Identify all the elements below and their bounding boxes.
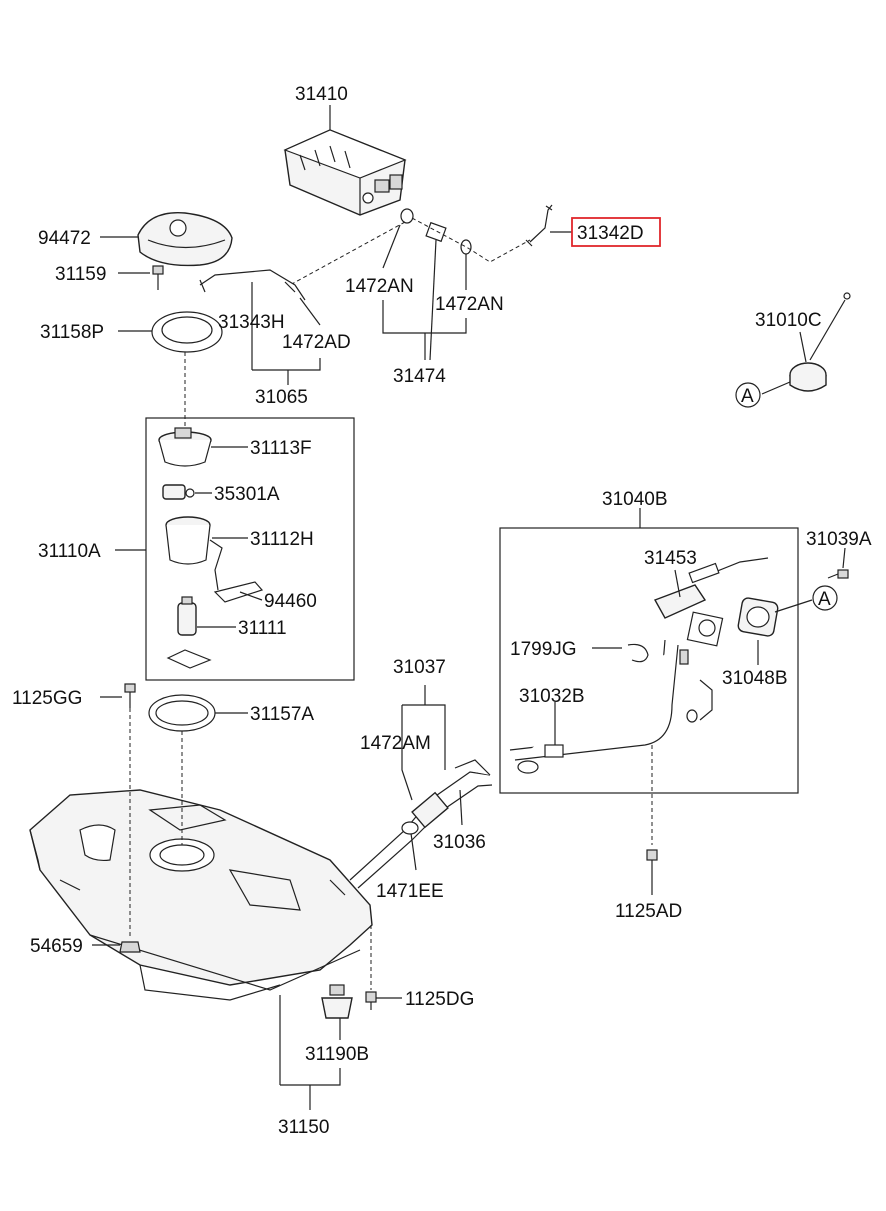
fuel-cap-part[interactable] bbox=[789, 292, 851, 392]
bolt-1125GG-part[interactable] bbox=[124, 683, 136, 708]
bolt-1125AD-part[interactable] bbox=[646, 849, 658, 868]
label-31150: 31150 bbox=[278, 1117, 329, 1138]
pump-filter-part[interactable] bbox=[166, 649, 212, 669]
label-ref-a-cap: A bbox=[741, 386, 754, 407]
canister-part[interactable] bbox=[283, 129, 407, 216]
fuel-pump-assembly-box bbox=[145, 417, 355, 681]
label-1471EE: 1471EE bbox=[376, 881, 444, 902]
filler-housing-part[interactable] bbox=[653, 557, 769, 619]
gasket-31048B-part[interactable] bbox=[737, 597, 779, 637]
filler-neck-assembly-box bbox=[499, 527, 799, 794]
label-1125DG: 1125DG bbox=[405, 989, 474, 1010]
label-31158P: 31158P bbox=[40, 322, 104, 343]
label-1799JG: 1799JG bbox=[510, 639, 577, 660]
label-31190B: 31190B bbox=[305, 1044, 369, 1065]
clamp-1471EE-part[interactable] bbox=[401, 821, 419, 835]
label-94460: 94460 bbox=[264, 591, 317, 612]
cushion-31190B-part[interactable] bbox=[321, 984, 353, 1019]
label-1472AM: 1472AM bbox=[360, 733, 431, 754]
fuel-tank-part[interactable] bbox=[29, 789, 373, 1001]
nut-54659-part[interactable] bbox=[119, 941, 141, 953]
label-31112H: 31112H bbox=[250, 529, 314, 550]
label-31157A: 31157A bbox=[250, 704, 314, 725]
label-35301A: 35301A bbox=[214, 484, 280, 505]
ref-a-filler-circle bbox=[812, 585, 838, 611]
label-1125AD: 1125AD bbox=[615, 901, 682, 922]
clip-1799JG-part[interactable] bbox=[627, 643, 649, 663]
fuel-pump-part[interactable] bbox=[177, 596, 197, 636]
label-31039A: 31039A bbox=[806, 529, 872, 550]
bolt-1125DG-part[interactable] bbox=[365, 991, 377, 1010]
highlight-box-31342D[interactable] bbox=[571, 217, 661, 247]
lock-ring-part[interactable] bbox=[151, 311, 223, 353]
bolt-31159-part[interactable] bbox=[152, 265, 164, 290]
hose-31342D-part[interactable] bbox=[525, 204, 553, 247]
filler-hose-part[interactable] bbox=[349, 759, 493, 889]
label-31159: 31159 bbox=[55, 264, 106, 285]
pump-flange-part[interactable] bbox=[158, 427, 212, 467]
filler-door-part[interactable] bbox=[686, 611, 724, 647]
screw-31039A-part[interactable] bbox=[827, 569, 849, 579]
level-sender-part[interactable] bbox=[213, 581, 264, 603]
label-31032B: 31032B bbox=[519, 686, 585, 707]
label-31453: 31453 bbox=[644, 548, 697, 569]
vent-hose-part[interactable] bbox=[400, 208, 472, 255]
label-1472AN-left: 1472AN bbox=[345, 276, 414, 297]
label-31342D[interactable]: 31342D bbox=[577, 223, 644, 244]
sensor-35301A-part[interactable] bbox=[162, 484, 195, 500]
label-31111: 31111 bbox=[238, 618, 287, 639]
label-94472: 94472 bbox=[38, 228, 91, 249]
label-ref-a-filler: A bbox=[818, 589, 831, 610]
pump-reservoir-part[interactable] bbox=[165, 516, 223, 591]
ref-a-cap-circle bbox=[735, 382, 761, 408]
label-31474: 31474 bbox=[393, 366, 446, 387]
label-1125GG: 1125GG bbox=[12, 688, 82, 709]
label-31040B: 31040B bbox=[602, 489, 668, 510]
label-31036: 31036 bbox=[433, 832, 486, 853]
label-31410: 31410 bbox=[295, 84, 348, 105]
label-1472AD: 1472AD bbox=[282, 332, 351, 353]
label-31343H: 31343H bbox=[218, 312, 285, 333]
label-1472AN-right: 1472AN bbox=[435, 294, 504, 315]
filler-neck-part[interactable] bbox=[509, 639, 713, 774]
label-31048B: 31048B bbox=[722, 668, 788, 689]
label-31037: 31037 bbox=[393, 657, 446, 678]
label-54659: 54659 bbox=[30, 936, 83, 957]
label-31110A: 31110A bbox=[38, 541, 101, 562]
tank-gasket-part[interactable] bbox=[148, 694, 216, 732]
label-31113F: 31113F bbox=[250, 438, 312, 459]
access-cover-part[interactable] bbox=[137, 211, 233, 267]
label-31010C: 31010C bbox=[755, 310, 822, 331]
label-31065: 31065 bbox=[255, 387, 308, 408]
